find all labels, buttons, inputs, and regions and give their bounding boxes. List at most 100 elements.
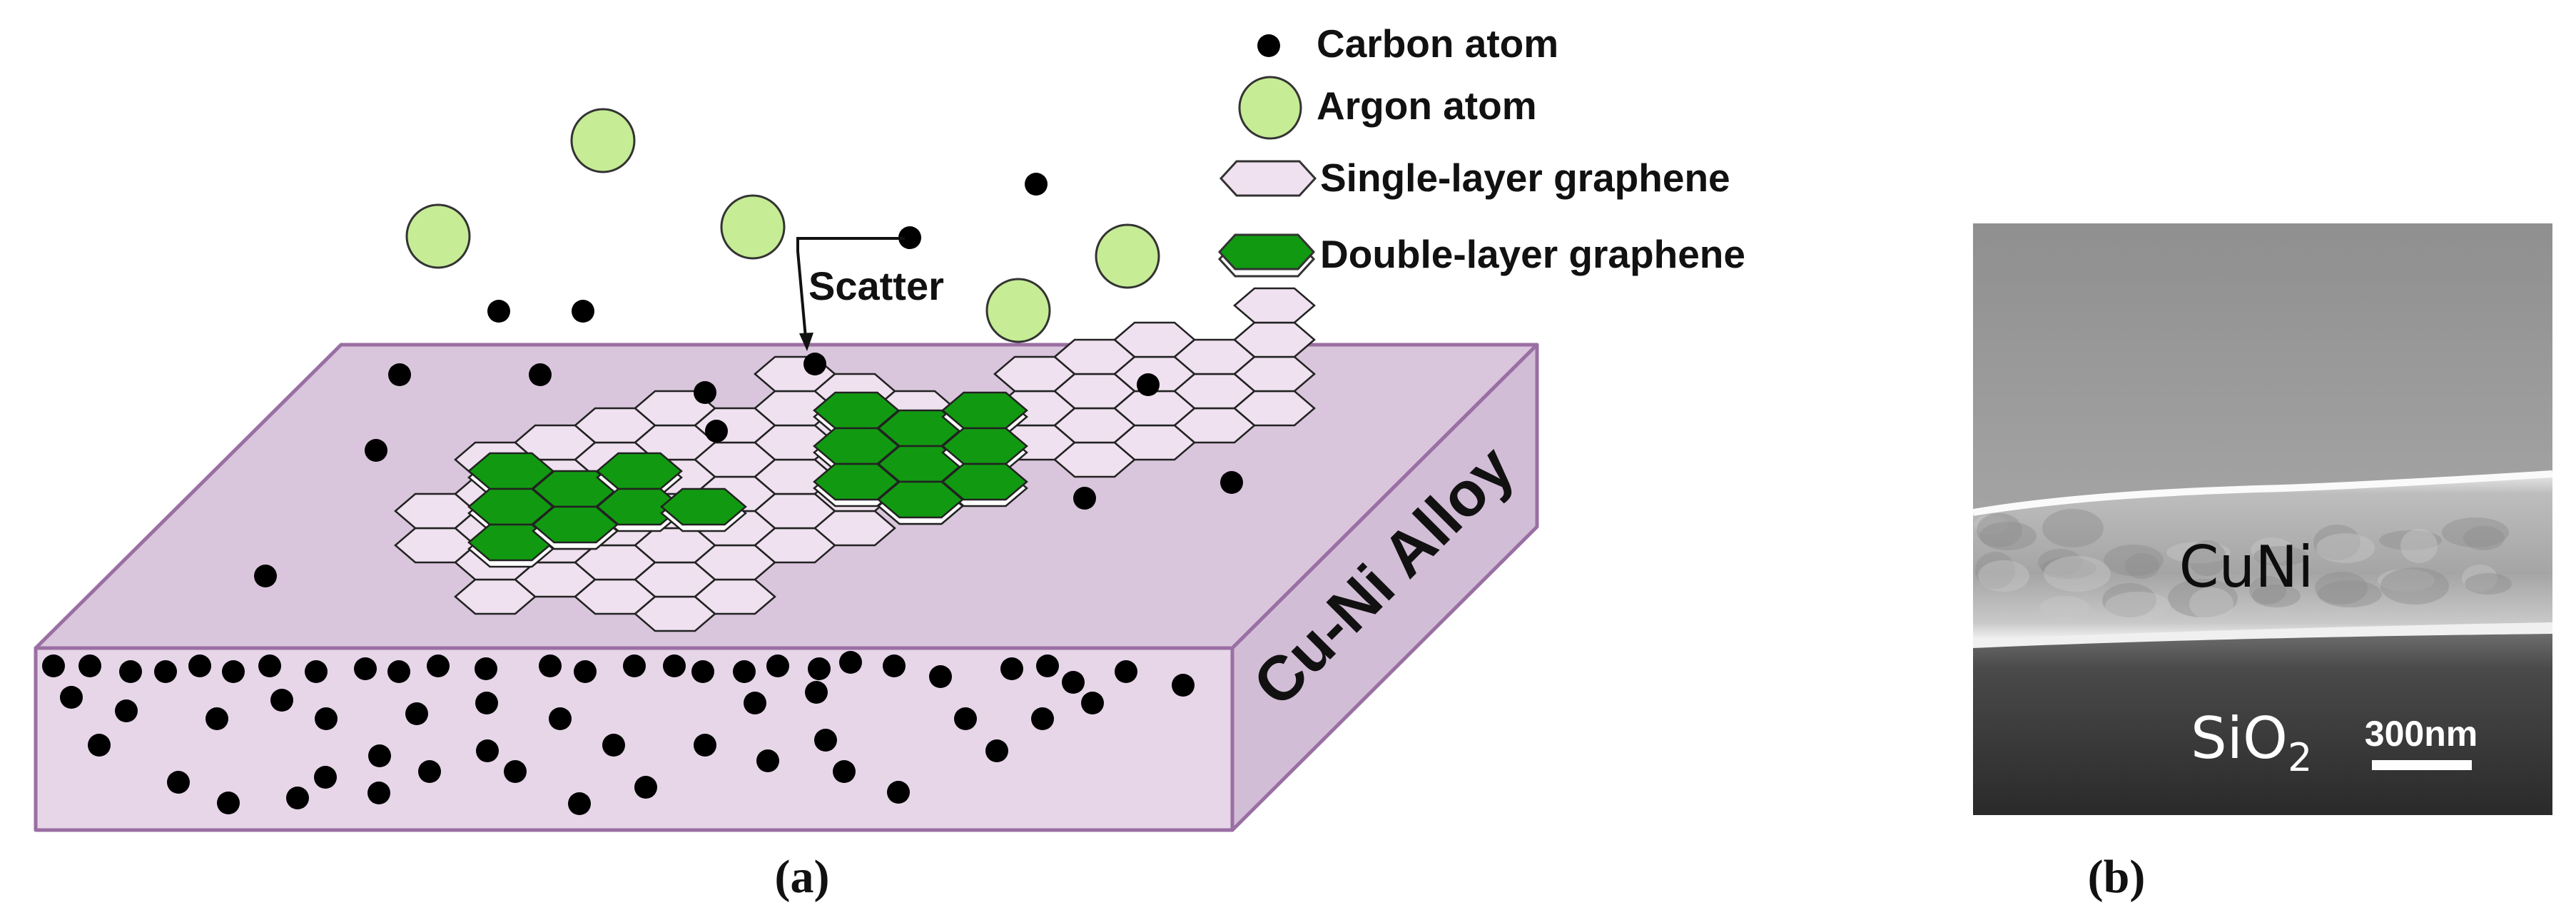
carbon-atom — [167, 771, 190, 794]
argon-atom — [1095, 223, 1160, 289]
carbon-atom — [839, 651, 862, 674]
carbon-atom — [898, 226, 921, 249]
carbon-atom — [1220, 471, 1243, 494]
legend-carbon-label: Carbon atom — [1317, 21, 1558, 66]
cuni-film-top-edge — [1972, 470, 2553, 516]
grain-mark — [2318, 580, 2382, 607]
grain-mark — [2251, 537, 2293, 563]
carbon-atom — [354, 657, 377, 680]
carbon-atom — [814, 729, 837, 752]
carbon-atom — [808, 657, 831, 680]
carbon-atom — [602, 734, 625, 757]
grain-mark — [2039, 596, 2089, 620]
carbon-atom — [115, 699, 138, 722]
sio2-layer-label: SiO2 — [2191, 705, 2312, 780]
double-layer-hexagon-upper — [532, 505, 619, 544]
grain-mark — [2105, 592, 2171, 620]
cuni-sio2-interface — [1973, 620, 2552, 648]
grain-mark — [2042, 509, 2104, 547]
grain-mark — [2253, 546, 2308, 566]
grain-mark — [2189, 587, 2233, 620]
carbon-atom — [766, 654, 789, 677]
carbon-atom — [985, 739, 1008, 762]
legend-carbon-marker — [1257, 34, 1280, 57]
carbon-atom — [1036, 654, 1059, 677]
carbon-atom — [154, 660, 177, 683]
legend-single-label: Single-layer graphene — [1320, 156, 1730, 200]
carbon-atom — [705, 420, 728, 443]
carbon-atom — [475, 657, 497, 680]
grain-mark — [1975, 552, 2015, 589]
grain-mark — [1979, 522, 2037, 550]
grain-mark — [2044, 556, 2111, 592]
cuni-layer-label: CuNi — [2179, 534, 2314, 600]
single-layer-hexagon — [1233, 287, 1316, 324]
scatter-arrow — [796, 237, 905, 351]
double-layer-graphene-islands — [467, 391, 1028, 568]
carbon-atom — [365, 439, 387, 462]
carbon-atom — [270, 689, 293, 712]
grain-mark — [1977, 513, 2022, 547]
panel-a-schematic: Cu-Ni Alloy Scatter Carbon atom Argon at… — [34, 21, 1745, 903]
legend-double-hexagon-front — [1217, 233, 1316, 271]
grain-mark — [2249, 576, 2286, 605]
carbon-atom — [803, 353, 826, 375]
carbon-atom — [286, 787, 309, 809]
carbon-atom — [634, 776, 657, 799]
carbon-atom — [663, 654, 686, 677]
grain-mark — [2252, 585, 2301, 607]
carbon-atom — [1172, 674, 1195, 697]
carbon-atom — [42, 654, 65, 677]
carbon-atom — [475, 692, 498, 714]
carbon-atom — [188, 654, 211, 677]
cuni-grain-texture — [1974, 509, 2512, 620]
carbon-atom — [258, 654, 281, 677]
argon-atom — [570, 108, 636, 173]
grain-mark — [2316, 533, 2375, 563]
panel-b-caption: (b) — [2088, 851, 2146, 903]
carbon-atom — [1137, 373, 1160, 396]
carbon-atom — [574, 660, 597, 683]
carbon-atom — [756, 749, 779, 772]
grain-mark — [2380, 567, 2449, 605]
arrow-head-icon — [799, 333, 813, 351]
carbon-atom — [222, 660, 245, 683]
carbon-atom — [78, 654, 101, 677]
carbon-atom — [217, 792, 240, 814]
legend-double-label: Double-layer graphene — [1320, 232, 1745, 276]
carbon-atom — [1081, 692, 1104, 714]
grain-mark — [2188, 540, 2226, 576]
grain-mark — [2313, 525, 2361, 560]
sio2-layer — [1973, 632, 2552, 815]
argon-atom — [720, 194, 786, 260]
sio2-main-text: SiO — [2191, 705, 2288, 772]
grain-mark — [2462, 565, 2498, 592]
legend-argon-marker — [1238, 76, 1302, 140]
cuni-film-layer — [1973, 474, 2552, 640]
carbon-atom — [367, 782, 390, 804]
grain-mark — [2102, 583, 2156, 617]
grain-mark — [2041, 557, 2096, 579]
carbon-atom — [504, 760, 527, 783]
carbon-atom — [1073, 487, 1096, 510]
carbon-atom — [405, 702, 428, 725]
carbon-atom — [539, 654, 562, 677]
carbon-atom — [1000, 657, 1023, 680]
carbon-atom — [744, 692, 766, 714]
carbon-atom — [305, 660, 328, 683]
carbon-atom — [833, 760, 856, 783]
carbon-atom — [568, 792, 591, 815]
carbon-atom — [623, 654, 646, 677]
panel-a-caption: (a) — [775, 851, 830, 903]
carbon-atom — [1115, 660, 1137, 683]
scale-bar-label: 300nm — [2365, 714, 2478, 754]
carbon-atom — [387, 660, 410, 683]
double-layer-hexagon-upper — [660, 487, 747, 526]
grain-mark — [2166, 542, 2231, 563]
legend-single-hexagon — [1219, 160, 1317, 197]
grain-mark — [2378, 569, 2435, 592]
scatter-label: Scatter — [808, 263, 944, 308]
carbon-atom — [314, 766, 337, 789]
carbon-atom — [805, 681, 828, 704]
